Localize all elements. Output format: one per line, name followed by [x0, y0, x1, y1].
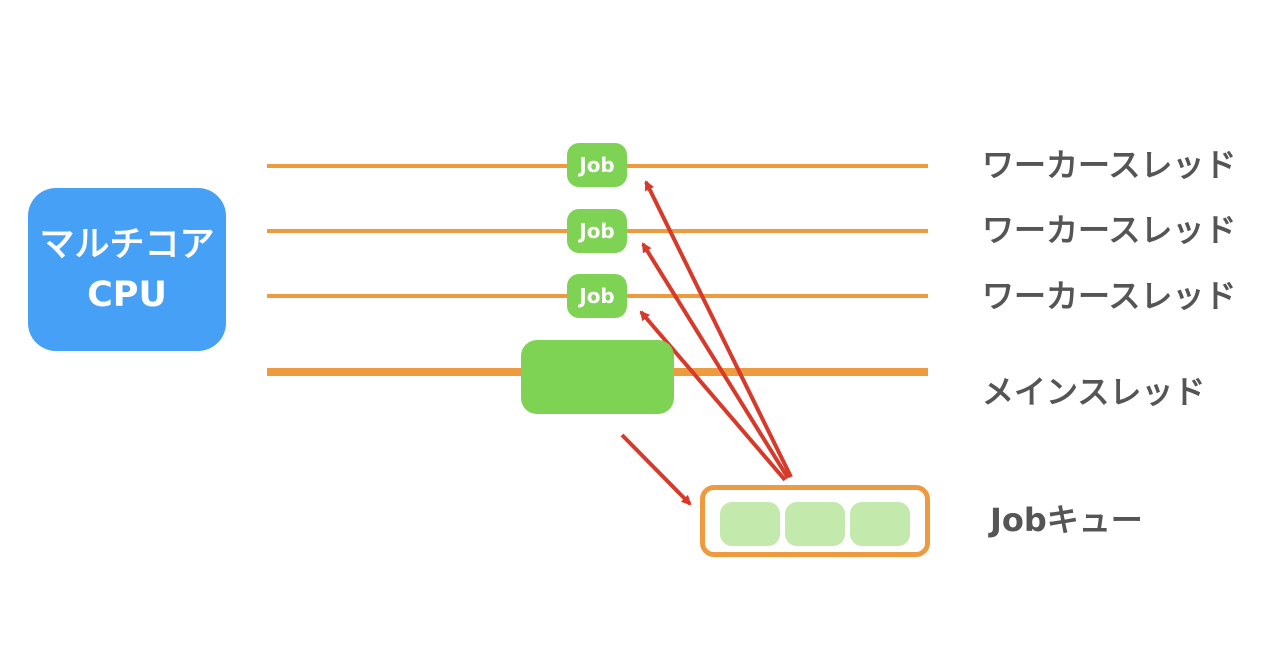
- arrow-queue-to-worker-3: [639, 310, 787, 482]
- multicore-cpu-box: マルチコア CPU: [28, 188, 226, 351]
- job-queue-label: Jobキュー: [990, 501, 1143, 539]
- queued-job-3: [850, 502, 910, 546]
- main-thread-label: メインスレッド: [982, 373, 1206, 411]
- worker-thread-label-2: ワーカースレッド: [982, 211, 1237, 249]
- cpu-label-line1: マルチコア: [39, 224, 215, 265]
- job-chip-worker-1: Job: [567, 143, 627, 187]
- job-chip-worker-2: Job: [567, 209, 627, 253]
- job-queue-box: [700, 485, 930, 557]
- cpu-label-line2: CPU: [87, 274, 167, 315]
- job-chip-worker-3: Job: [567, 274, 627, 318]
- arrow-main-to-queue: [620, 433, 692, 506]
- worker-thread-label-3: ワーカースレッド: [982, 277, 1237, 315]
- arrow-queue-to-worker-2: [641, 242, 790, 480]
- worker-thread-label-1: ワーカースレッド: [982, 146, 1237, 184]
- queued-job-1: [720, 502, 780, 546]
- arrow-queue-to-worker-1: [644, 180, 793, 478]
- queued-job-2: [785, 502, 845, 546]
- main-thread-job-block: [521, 340, 674, 414]
